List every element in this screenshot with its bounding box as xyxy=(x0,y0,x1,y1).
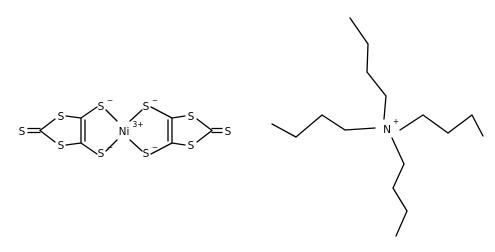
charge-s-right-lower: − xyxy=(152,143,158,152)
bonds-left-ligand xyxy=(27,106,118,155)
atom-s-thione-right: S xyxy=(225,126,232,138)
atom-s-ring-left-upper: S xyxy=(58,111,65,123)
charge-n: + xyxy=(393,117,399,126)
atom-s-ring-right-lower: S xyxy=(188,140,195,152)
charge-s-right-upper: − xyxy=(152,96,158,105)
atom-s-thiolate-right-lower: S xyxy=(143,148,150,160)
atom-s-ring-right-upper: S xyxy=(188,111,195,123)
atom-ni: Ni xyxy=(119,126,130,138)
atom-s-thione-left: S xyxy=(19,126,26,138)
bonds-right-ligand xyxy=(129,106,223,155)
bonds-tetrabutylammonium xyxy=(271,17,484,237)
atom-s-ring-left-lower: S xyxy=(58,140,65,152)
charge-s-left-lower: − xyxy=(107,143,113,152)
charge-ni: 3+ xyxy=(132,120,143,129)
atom-s-thiolate-left-lower: S xyxy=(98,148,105,160)
atom-s-thiolate-left-upper: S xyxy=(98,101,105,113)
atom-n: N xyxy=(383,124,391,136)
atom-s-thiolate-right-upper: S xyxy=(143,101,150,113)
charge-s-left-upper: − xyxy=(107,96,113,105)
